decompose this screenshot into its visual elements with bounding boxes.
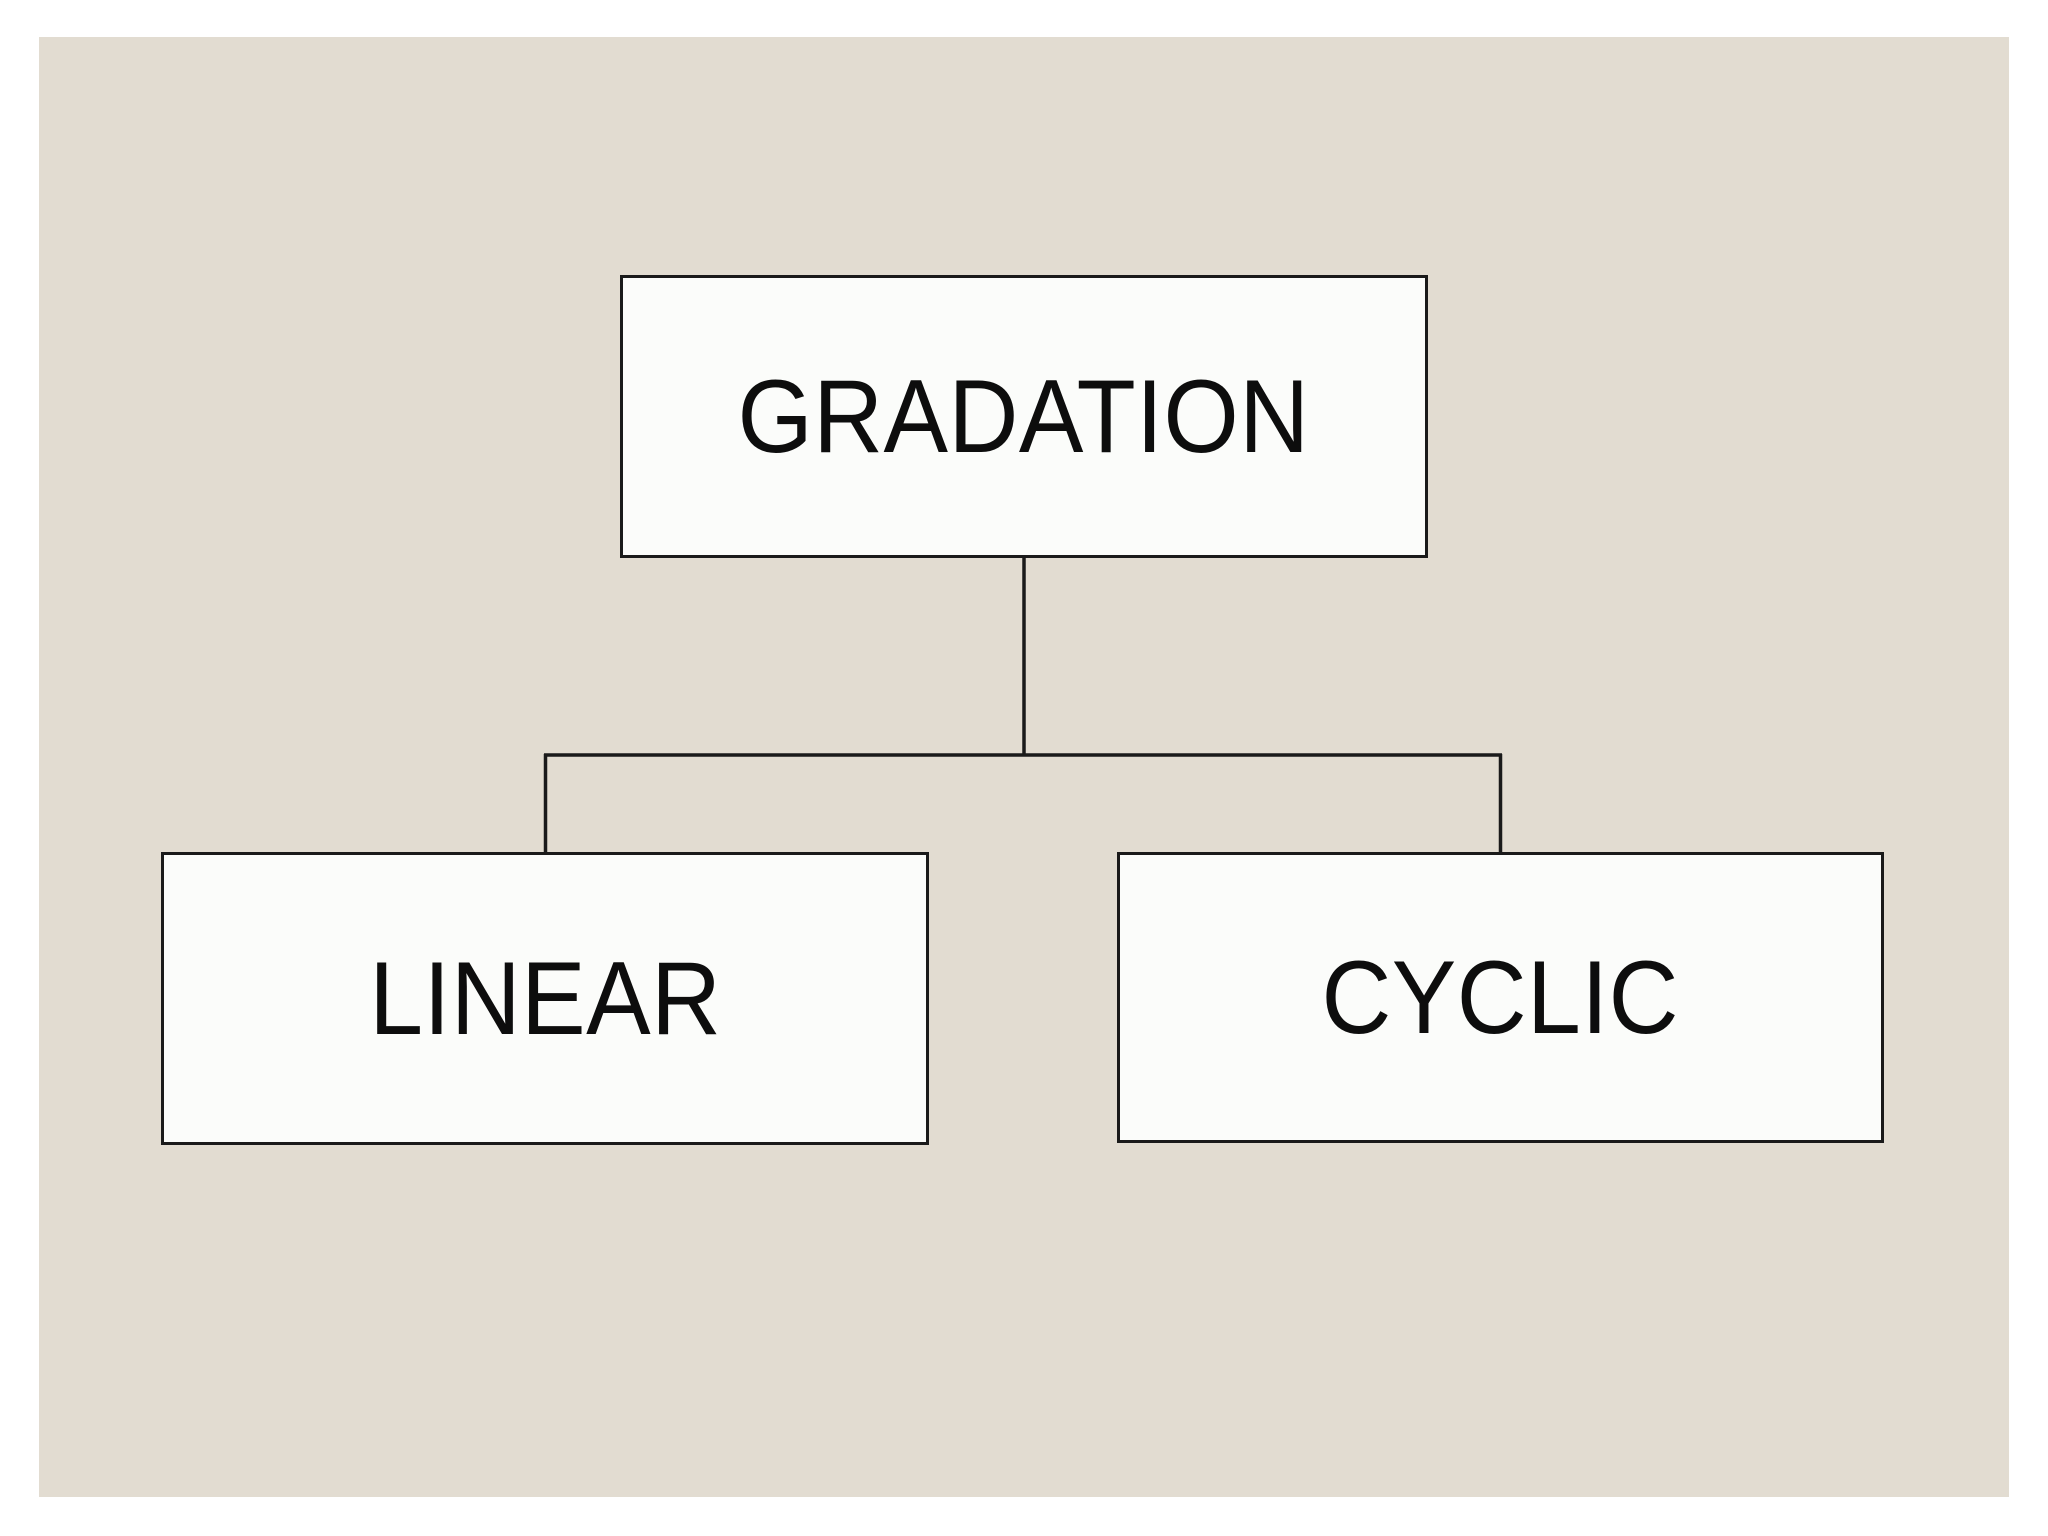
node-cyclic[interactable]: CYCLIC xyxy=(1117,852,1884,1143)
slide-canvas xyxy=(39,37,2009,1497)
node-linear[interactable]: LINEAR xyxy=(161,852,929,1145)
node-linear-label: LINEAR xyxy=(368,940,722,1057)
node-cyclic-label: CYCLIC xyxy=(1321,939,1680,1056)
node-gradation[interactable]: GRADATION xyxy=(620,275,1428,558)
node-gradation-label: GRADATION xyxy=(737,358,1310,475)
